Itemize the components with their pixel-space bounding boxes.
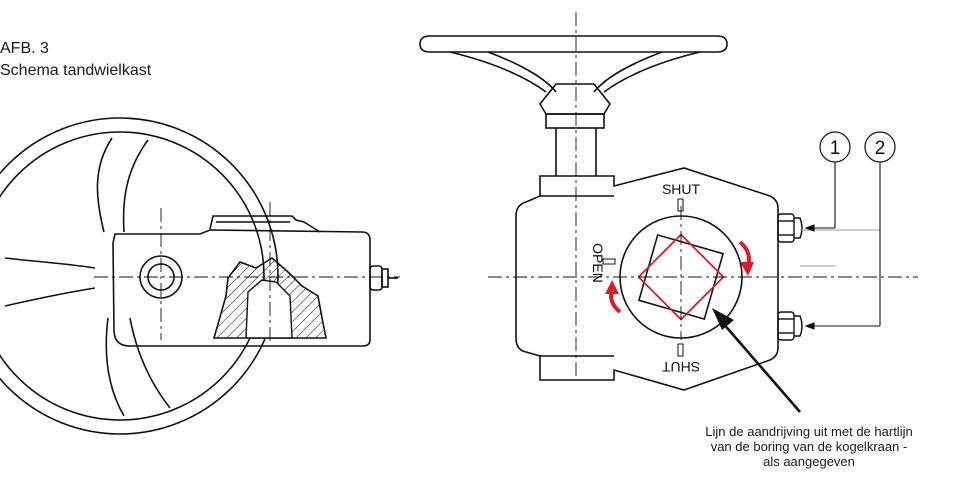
open-label: OPEN [590, 243, 606, 283]
bolt-lower [777, 311, 795, 341]
handwheel-spoke-top [96, 137, 149, 233]
handwheel-bar [419, 35, 728, 53]
input-shaft [555, 128, 597, 176]
bolt-upper [777, 213, 795, 243]
alignment-note-line-3: als aangegeven [763, 454, 855, 469]
guide-lines [800, 229, 881, 267]
alignment-pointer [712, 308, 801, 413]
handwheel-hub [539, 83, 611, 115]
gearbox-body-top [515, 167, 779, 391]
mounting-bolts [777, 213, 803, 341]
handwheel-spoke-bottom [105, 317, 171, 417]
side-view [0, 117, 398, 435]
handwheel-spoke-left [4, 257, 96, 307]
shut-label-top: SHUT [662, 181, 701, 197]
top-view-centerlines [488, 12, 918, 380]
callout-1-label: 1 [830, 138, 841, 159]
handwheel-inner-rim [0, 131, 265, 421]
alignment-note-line-2: van de boring van de kogelkraan - [710, 439, 908, 454]
alignment-note-line-1: Lijn de aandrijving uit met de hartlijn [705, 424, 913, 439]
figure-number: AFB. 3 [0, 40, 49, 57]
gearbox-body-side [112, 229, 371, 347]
callout-leaders [804, 162, 881, 330]
rotation-arrows [605, 240, 754, 314]
alignment-note: Lijn de aandrijving uit met de hartlijn … [648, 424, 957, 469]
callout-2: 2 [864, 131, 896, 163]
top-view-handwheel [419, 35, 728, 176]
side-view-centerlines [94, 202, 400, 342]
drive-square-red [637, 233, 725, 321]
top-view-body [515, 167, 779, 391]
side-nut [369, 265, 383, 291]
figure-title: Schema tandwielkast [0, 62, 152, 79]
shut-label-bottom: SHUT [662, 359, 701, 375]
top-plate [209, 215, 321, 233]
callout-2-label: 2 [875, 138, 886, 159]
callout-1: 1 [819, 131, 851, 163]
